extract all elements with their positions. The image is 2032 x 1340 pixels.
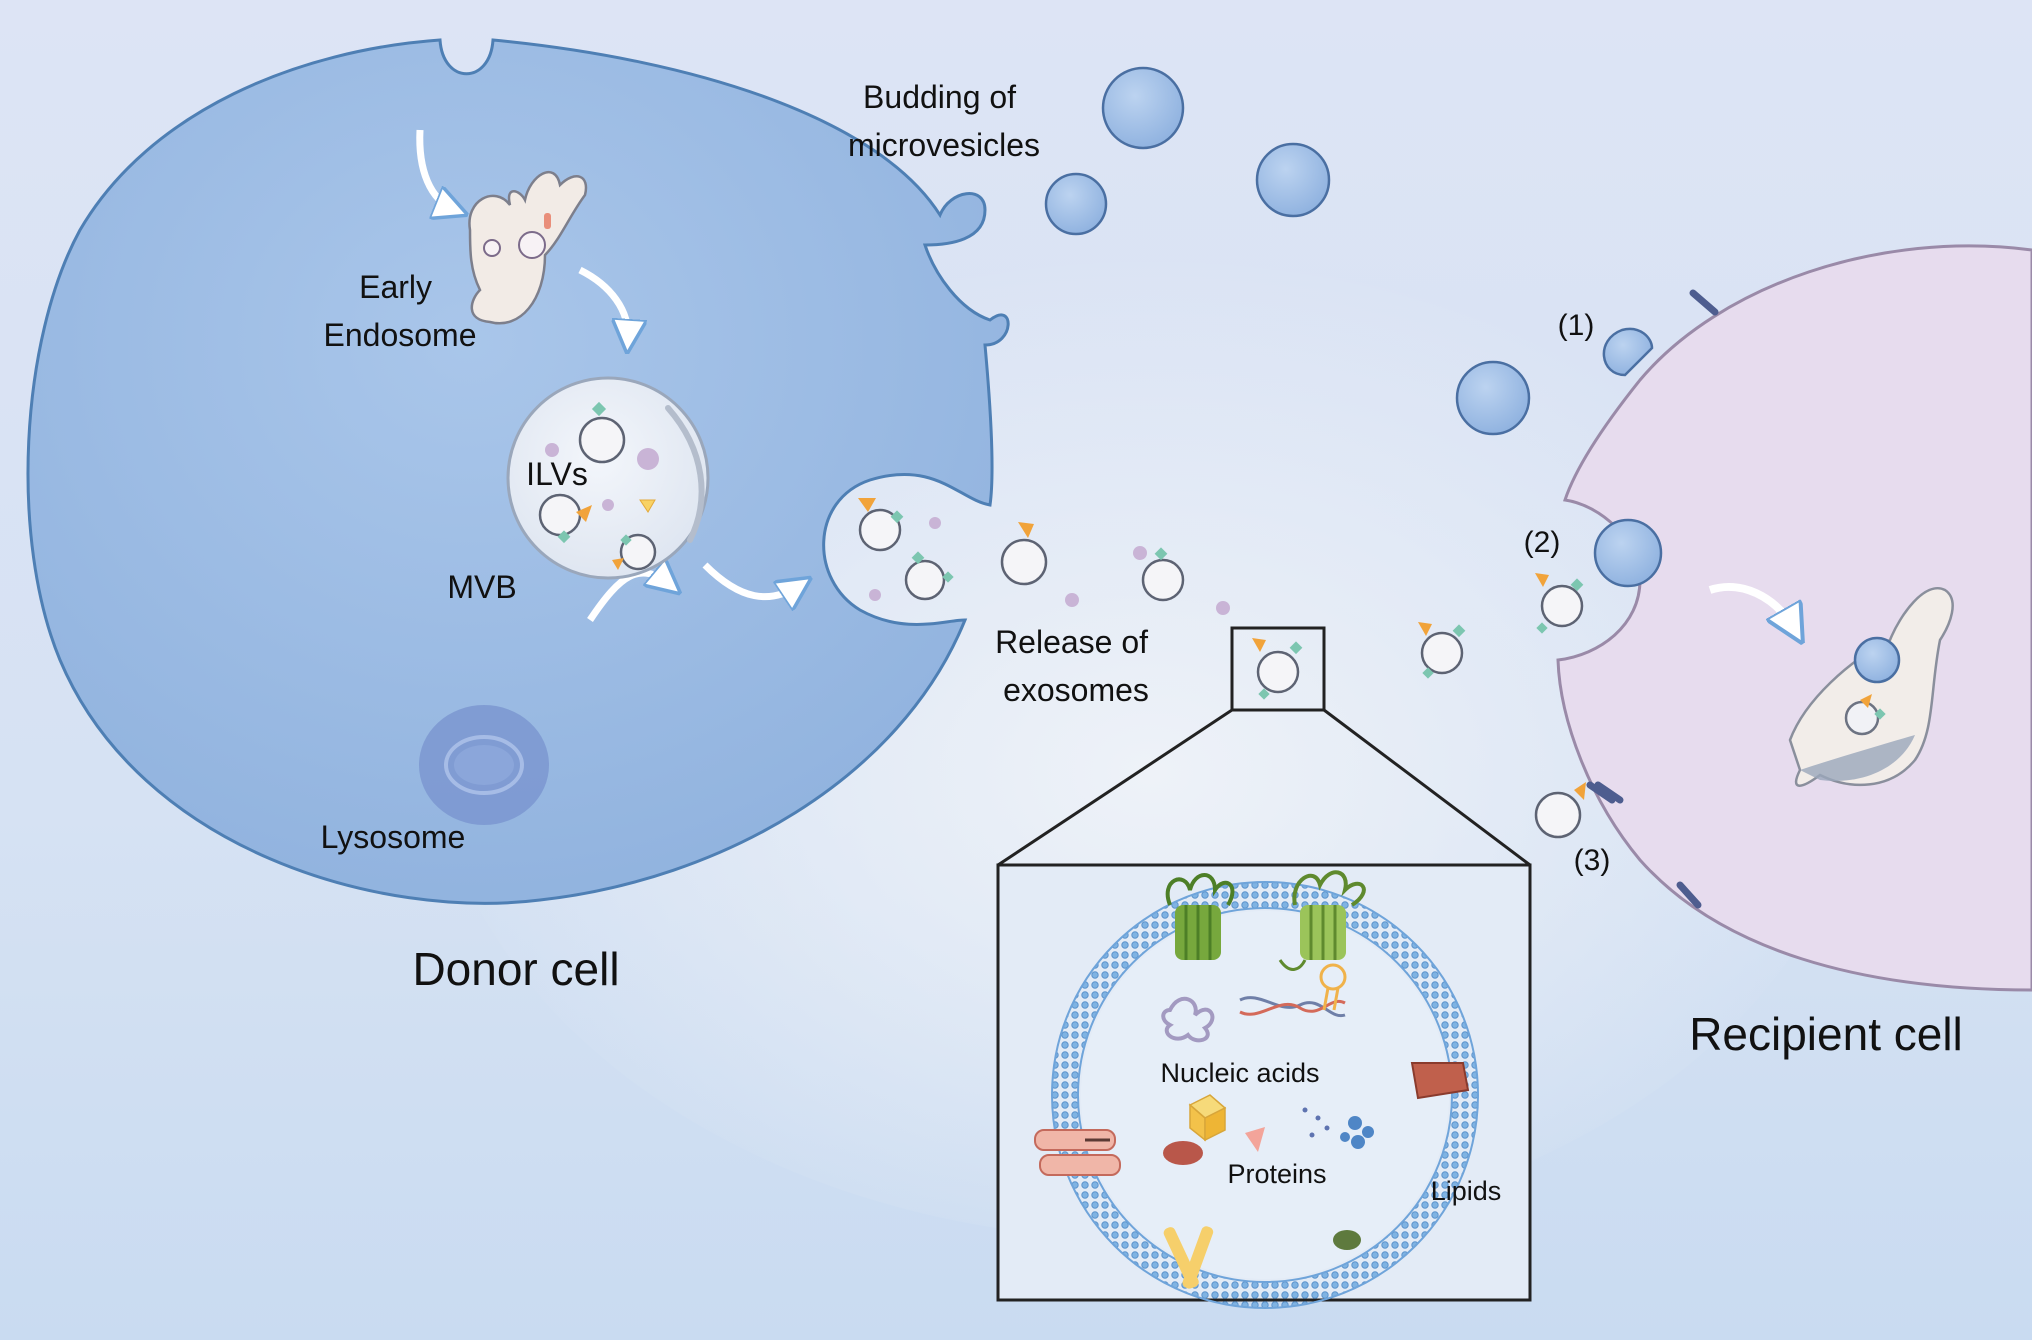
lipids-label: Lipids: [1431, 1176, 1502, 1206]
release-label-line-2: exosomes: [1003, 672, 1149, 708]
release-label-line-1: Release of: [995, 624, 1148, 660]
budding-label: Budding of microvesicles: [848, 79, 1040, 163]
exosome: [1535, 573, 1584, 634]
cube-protein: [1188, 1094, 1227, 1142]
releasing-exosome: [858, 498, 904, 552]
recipient-receptor: [1676, 881, 1702, 909]
exosome: [1000, 522, 1048, 586]
zoom-line-left: [997, 708, 1233, 867]
lysosome-label: Lysosome: [321, 819, 466, 855]
membrane-protein-right: [1410, 1062, 1470, 1100]
membrane-protein-left: [1034, 1129, 1121, 1176]
endocytosed-microvesicle: [1593, 518, 1663, 588]
route-2-label: (2): [1524, 526, 1561, 559]
early-endosome-label-line-2: Endosome: [324, 317, 477, 353]
membrane-protein-bottom: [1163, 1226, 1214, 1289]
globular-protein: [1340, 1116, 1374, 1149]
secretion-arrow: [702, 562, 800, 597]
microvesicle: [1101, 66, 1185, 150]
donor-cell: [26, 38, 1010, 905]
release-label: Release of exosomes: [995, 624, 1157, 708]
ilv: [612, 533, 657, 571]
oval-protein: [1163, 1141, 1203, 1165]
docking-exosome: [1534, 781, 1616, 839]
exosome: [1141, 547, 1185, 602]
recipient-receptor: [1689, 289, 1719, 316]
zoom-box: [1230, 626, 1326, 712]
internalized-exosome: [1844, 694, 1886, 736]
internalized-microvesicle: [1853, 636, 1901, 684]
endocytosis-arrow: [416, 129, 455, 210]
hairpin-rna: [1319, 963, 1347, 1011]
early-endosome-label-line-1: Early: [359, 269, 432, 305]
proteins-label: Proteins: [1227, 1159, 1326, 1189]
budding-label-line-2: microvesicles: [848, 127, 1040, 163]
microvesicle: [1255, 142, 1331, 218]
recipient-cell: [1556, 244, 2032, 992]
small-molecules: [1302, 1107, 1330, 1138]
lysosome: [419, 705, 549, 825]
fusing-microvesicle: [1602, 327, 1654, 377]
wedge-protein: [1245, 1127, 1265, 1152]
ilv: [578, 401, 626, 464]
membrane-protein-small: [1333, 1230, 1361, 1250]
recipient-endosome-shadow: [1800, 735, 1915, 781]
maturation-arrow: [578, 266, 628, 340]
microvesicle: [1455, 360, 1531, 436]
ilv: [538, 493, 592, 544]
exosome-composition-inset: Nucleic acids Proteins Lipids: [996, 863, 1532, 1309]
tetraspanin-protein: [1165, 873, 1235, 960]
mvb-label: MVB: [447, 569, 516, 605]
budding-label-line-1: Budding of: [863, 79, 1016, 115]
route-3-label: (3): [1574, 844, 1611, 877]
uptake-arrow: [1708, 582, 1795, 630]
exosome: [1418, 622, 1466, 679]
donor-cell-label: Donor cell: [412, 943, 619, 995]
rna-strand: [1161, 996, 1215, 1043]
releasing-exosome: [904, 551, 954, 601]
nucleic-acids-label: Nucleic acids: [1160, 1058, 1319, 1088]
dna-helix: [1239, 996, 1346, 1018]
route-1-label: (1): [1558, 309, 1595, 342]
zoom-line-right: [1323, 708, 1531, 867]
recipient-receptor: [1594, 781, 1624, 804]
ilvs-label: ILVs: [526, 456, 588, 492]
lipid-bilayer: [1052, 882, 1478, 1308]
tetraspanin-protein: [1278, 870, 1366, 971]
mvb: [506, 376, 710, 580]
early-endosome-label: Early Endosome: [324, 269, 477, 353]
exosome: [1252, 638, 1303, 700]
recipient-cell-label: Recipient cell: [1689, 1008, 1963, 1060]
microvesicle: [1044, 172, 1108, 236]
